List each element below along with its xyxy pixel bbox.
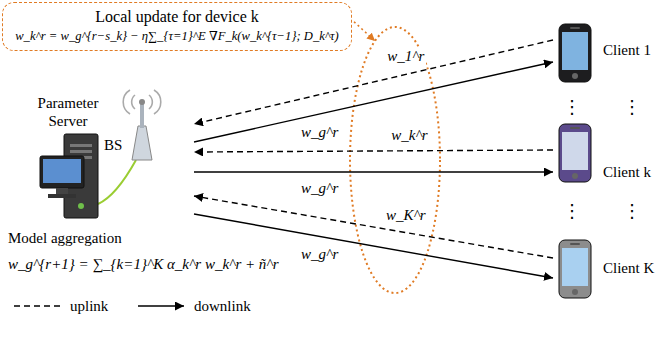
dashed-arrow <box>194 196 553 258</box>
box-heading: Local update for device k <box>95 7 258 26</box>
ellipsis-dots: ⋮ <box>563 97 581 119</box>
phone-icon <box>553 22 597 84</box>
caption-text: Model aggregation <box>8 229 122 247</box>
formula: w_k^r = w_g^{r−s_k} − η∑_{τ=1}^E ∇F_k(w_… <box>15 29 339 44</box>
dashed-arrow <box>194 40 553 124</box>
legend-sample <box>136 297 188 315</box>
cable <box>98 160 136 204</box>
phone-node: Client 1 <box>553 22 666 84</box>
formula: w_g^{r+1} = ∑_{k=1}^K α_k^r w_k^r + ñ^r <box>8 255 279 273</box>
computer-icon <box>40 134 98 218</box>
legend-text: uplink <box>70 297 108 315</box>
ellipsis-dots: ⋮ <box>623 201 641 223</box>
phone-label: Client K <box>603 259 654 277</box>
legend-item: uplink <box>12 297 108 315</box>
note-box: Local update for device k w_k^r = w_g^{r−… <box>2 2 352 51</box>
edge-label: w_1^r <box>385 47 426 65</box>
legend-item: downlink <box>136 297 251 315</box>
node-label: Parameter Server <box>24 94 112 130</box>
leader-arrow <box>354 22 375 41</box>
edge-label: w_g^r <box>299 123 340 141</box>
node-label: BS <box>104 136 122 154</box>
legend-sample <box>12 297 64 315</box>
station-icon <box>4 86 194 226</box>
solid-arrow <box>194 62 553 142</box>
phone-label: Client 1 <box>603 41 651 59</box>
edge-label: w_k^r <box>389 126 429 144</box>
edge-label: w_g^r <box>299 179 340 197</box>
dashed-sample <box>14 305 60 306</box>
dashed-arrow <box>194 150 553 152</box>
legend-text: downlink <box>194 297 251 315</box>
phone-icon <box>553 238 597 300</box>
phone-node: Client k <box>553 122 666 184</box>
antenna-icon <box>123 90 161 160</box>
ellipsis-dots: ⋮ <box>623 97 641 119</box>
solid-sample <box>138 305 184 306</box>
edge-label: w_K^r <box>384 206 428 224</box>
phone-node: Client K <box>553 238 666 300</box>
ellipsis-dots: ⋮ <box>563 201 581 223</box>
station-node: Parameter ServerBS <box>4 86 194 226</box>
group-ellipse <box>350 27 440 293</box>
solid-arrow <box>194 171 553 172</box>
phone-icon <box>553 122 597 184</box>
edge-label: w_g^r <box>299 245 340 263</box>
phone-label: Client k <box>603 163 651 181</box>
